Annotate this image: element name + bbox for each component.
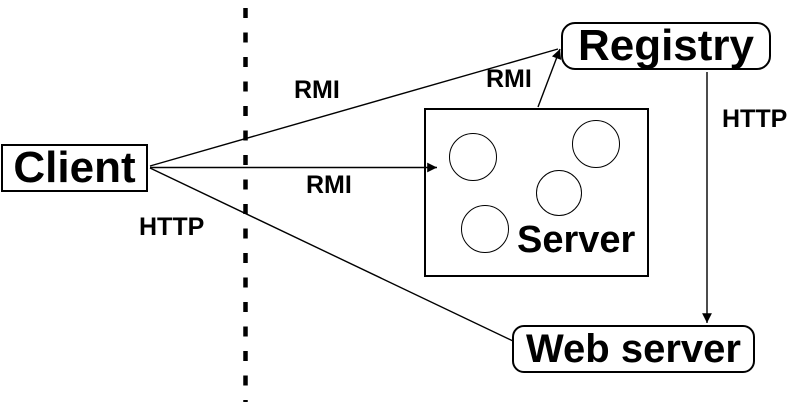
client-node-label: Client [13, 143, 136, 192]
web-server-node: Web server [512, 325, 755, 373]
registry-node: Registry [561, 22, 771, 70]
edge-label-http-client-webserver: HTTP [139, 213, 205, 241]
server-node-label: Server [517, 219, 636, 261]
server-object-circle [572, 120, 620, 168]
edge-label-rmi-client-server: RMI [306, 171, 352, 199]
server-node [424, 108, 649, 277]
edge-label-http-registry-webserver: HTTP [722, 105, 788, 133]
edge-server-registry-line [537, 48, 562, 108]
edge-label-rmi-client-registry: RMI [294, 76, 340, 104]
client-node: Client [1, 144, 148, 192]
registry-node-label: Registry [577, 21, 755, 70]
server-object-circle [461, 205, 509, 253]
edge-client-webserver-line [149, 167, 514, 342]
server-object-circle [449, 133, 497, 181]
server-object-circle [536, 170, 582, 216]
edge-label-rmi-server-registry: RMI [486, 65, 532, 93]
edge-client-registry-line [149, 48, 559, 167]
web-server-node-label: Web server [526, 327, 741, 371]
